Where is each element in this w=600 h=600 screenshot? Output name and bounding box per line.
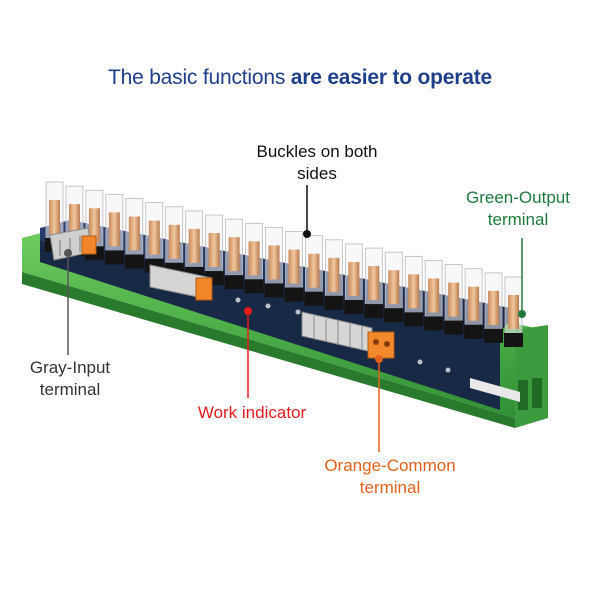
label-green-line2: terminal — [487, 210, 549, 229]
relay-module — [324, 239, 344, 310]
label-orange-line1: Orange-Common — [324, 456, 456, 475]
front-gray-terminal — [301, 311, 373, 353]
relay-module — [484, 272, 504, 343]
headline-bold: are easier to operate — [290, 66, 492, 89]
relay-module — [404, 255, 424, 327]
label-orange-line2: terminal — [359, 478, 421, 497]
relay-module — [504, 276, 523, 347]
label-gray-input: Gray-Input terminal — [10, 357, 130, 401]
relay-module — [144, 202, 164, 273]
relay-module — [224, 218, 244, 290]
orange-common-terminal — [367, 331, 395, 359]
headline-lite: The basic functions — [107, 66, 291, 89]
label-orange-common: Orange-Common terminal — [300, 455, 480, 499]
relay-module — [464, 268, 484, 339]
relay-module — [304, 235, 324, 306]
relay-module — [424, 260, 444, 331]
relay-module — [164, 206, 184, 277]
callout-green — [518, 238, 526, 318]
relay-module — [124, 198, 144, 269]
relay-array — [45, 181, 523, 347]
label-green-line1: Green-Output — [466, 188, 570, 207]
label-gray-line2: terminal — [39, 380, 101, 399]
label-gray-line1: Gray-Input — [29, 358, 111, 377]
relay-module — [364, 247, 384, 319]
callout-orange — [375, 355, 383, 452]
relay-module — [444, 264, 464, 335]
relay-module — [244, 222, 264, 294]
label-work-indicator: Work indicator — [197, 403, 307, 422]
label-green-output: Green-Output terminal — [446, 187, 590, 231]
label-buckles-line1: Buckles on both — [256, 142, 378, 161]
relay-module — [204, 214, 224, 286]
left-orange-terminal — [81, 235, 97, 255]
label-buckles-line2: sides — [297, 164, 337, 183]
relay-module — [344, 243, 364, 314]
relay-module — [264, 227, 284, 298]
headline: The basic functions are easier to operat… — [0, 66, 600, 90]
callout-gray — [64, 249, 72, 355]
callout-buckles — [303, 185, 311, 238]
relay-module — [184, 210, 204, 281]
callout-work — [244, 307, 252, 398]
relay-module — [384, 251, 404, 323]
indicator-leds — [235, 297, 451, 373]
relay-module — [284, 231, 304, 302]
relay-module — [104, 193, 124, 265]
middle-gray-terminal — [149, 264, 213, 301]
label-buckles: Buckles on both sides — [232, 141, 402, 185]
